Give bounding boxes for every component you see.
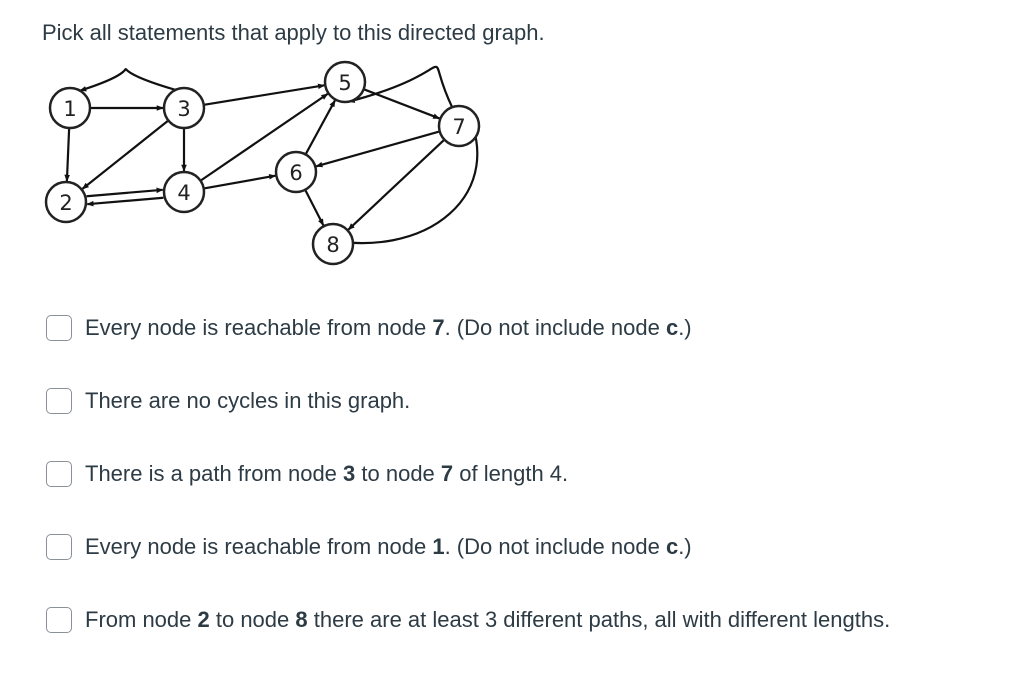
edge-3-to-2 (81, 120, 169, 190)
node-circle (162, 86, 206, 130)
graph-node-1: 1 (48, 86, 92, 130)
answer-label-2: There are no cycles in this graph. (85, 386, 410, 415)
answer-option-5[interactable]: From node 2 to node 8 there are at least… (46, 605, 890, 634)
answer-option-1[interactable]: Every node is reachable from node 7. (Do… (46, 313, 692, 342)
edge-1-to-2 (64, 128, 71, 182)
node-label: 5 (338, 71, 351, 95)
edge-2-to-4 (86, 187, 164, 198)
node-label: 4 (177, 181, 190, 205)
answer-checkbox-1[interactable] (46, 315, 72, 341)
answer-emphasis: c (665, 315, 679, 340)
graph-node-3: 3 (162, 86, 206, 130)
answer-text-segment: to node (355, 461, 441, 486)
answer-option-4[interactable]: Every node is reachable from node 1. (Do… (46, 532, 692, 561)
answer-label-3: There is a path from node 3 to node 7 of… (85, 459, 568, 488)
answer-emphasis: c (665, 534, 679, 559)
graph-node-8: 8 (311, 222, 355, 266)
edge-3-to-1 (79, 68, 176, 92)
graph-node-2: 2 (44, 180, 88, 224)
answer-text-segment: to node (209, 607, 296, 632)
graph-node-5: 5 (323, 60, 367, 104)
answer-text-segment: From node (85, 607, 198, 632)
edge-4-to-2 (86, 196, 164, 207)
answer-option-2[interactable]: There are no cycles in this graph. (46, 386, 410, 415)
node-circle (437, 104, 481, 148)
answer-text-segment: There are no cycles in this graph. (85, 388, 411, 413)
directed-graph-diagram: 1 2 3 4 5 6 7 8 (44, 60, 481, 266)
edge-7-to-5 (347, 65, 454, 108)
answer-text-segment: . (Do not include node (444, 315, 666, 340)
answer-option-3[interactable]: There is a path from node 3 to node 7 of… (46, 459, 568, 488)
answer-emphasis: 7 (440, 461, 454, 486)
node-label: 8 (326, 233, 339, 257)
answer-text-segment: Every node is reachable from node (85, 534, 433, 559)
edge-7-to-6 (315, 130, 440, 168)
edge-4-to-5 (200, 92, 329, 182)
answer-text-segment: .) (678, 315, 692, 340)
answer-emphasis: 1 (432, 534, 445, 559)
answer-text-segment: .) (678, 534, 692, 559)
edge-4-to-6 (204, 174, 277, 190)
answer-checkbox-4[interactable] (46, 534, 72, 560)
answer-label-5: From node 2 to node 8 there are at least… (85, 605, 890, 634)
edge-6-to-5 (305, 99, 336, 155)
graph-node-7: 7 (437, 104, 481, 148)
answer-text-segment: there are at least 3 different paths, al… (307, 607, 891, 632)
question-prompt: Pick all statements that apply to this d… (42, 20, 545, 45)
answer-text-segment: There is a path from node (85, 461, 344, 486)
node-circle (274, 150, 318, 194)
graph-node-6: 6 (274, 150, 318, 194)
answer-text-segment: . (Do not include node (444, 534, 666, 559)
node-circle (311, 222, 355, 266)
answer-text-segment: of length 4. (453, 461, 569, 486)
edge-7-to-8 (347, 139, 445, 231)
graph-edges (64, 65, 479, 245)
graph-nodes: 1 2 3 4 5 6 7 8 (44, 60, 481, 266)
node-label: 2 (59, 191, 72, 215)
node-circle (44, 180, 88, 224)
answer-label-1: Every node is reachable from node 7. (Do… (85, 313, 692, 342)
node-label: 1 (63, 97, 76, 121)
answer-label-4: Every node is reachable from node 1. (Do… (85, 532, 692, 561)
node-label: 3 (177, 97, 190, 121)
answer-checkbox-2[interactable] (46, 388, 72, 414)
edge-3-to-5 (204, 83, 325, 106)
answer-emphasis: 8 (295, 607, 308, 632)
node-circle (162, 170, 206, 214)
answer-text-segment: Every node is reachable from node (85, 315, 433, 340)
node-circle (48, 86, 92, 130)
answer-emphasis: 7 (432, 315, 445, 340)
edge-6-to-8 (304, 190, 325, 226)
graph-node-4: 4 (162, 170, 206, 214)
node-label: 6 (289, 161, 302, 185)
node-circle (323, 60, 367, 104)
answer-emphasis: 2 (197, 607, 210, 632)
node-label: 7 (452, 115, 465, 139)
answer-emphasis: 3 (343, 461, 356, 486)
answer-checkbox-5[interactable] (46, 607, 72, 633)
answer-checkbox-3[interactable] (46, 461, 72, 487)
